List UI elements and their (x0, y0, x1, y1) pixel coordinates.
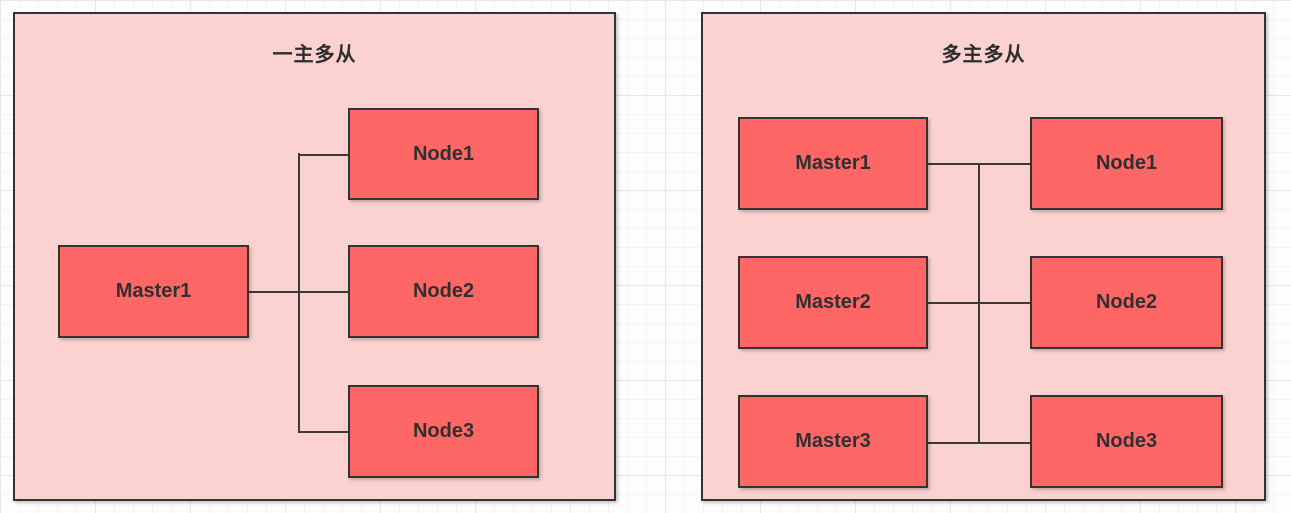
connector-node1-line[interactable] (298, 154, 348, 156)
node1-box[interactable]: Node1 (348, 108, 539, 200)
node3-box[interactable]: Node3 (1030, 395, 1223, 488)
node2-box[interactable]: Node2 (348, 245, 539, 338)
panel-title: 一主多从 (272, 44, 357, 66)
panel-one-master-multi-slave[interactable]: 一主多从 Master1 Node1 Node2 Node3 (13, 12, 616, 501)
connector-master2-node2-line[interactable] (928, 302, 1030, 304)
master1-box[interactable]: Master1 (58, 245, 249, 338)
node2-box[interactable]: Node2 (1030, 256, 1223, 349)
master2-box[interactable]: Master2 (738, 256, 928, 349)
master1-box[interactable]: Master1 (738, 117, 928, 210)
node1-box[interactable]: Node1 (1030, 117, 1223, 210)
connector-master3-node3-line[interactable] (928, 442, 1030, 444)
connector-master1-line[interactable] (249, 291, 349, 293)
panel-title: 多主多从 (941, 44, 1026, 66)
master3-box[interactable]: Master3 (738, 395, 928, 488)
connector-node3-line[interactable] (298, 431, 348, 433)
connector-master1-node1-line[interactable] (928, 163, 1030, 165)
node3-box[interactable]: Node3 (348, 385, 539, 478)
connector-bus-line[interactable] (298, 153, 300, 433)
panel-multi-master-multi-slave[interactable]: 多主多从 Master1 Master2 Master3 Node1 Node2… (701, 12, 1266, 501)
